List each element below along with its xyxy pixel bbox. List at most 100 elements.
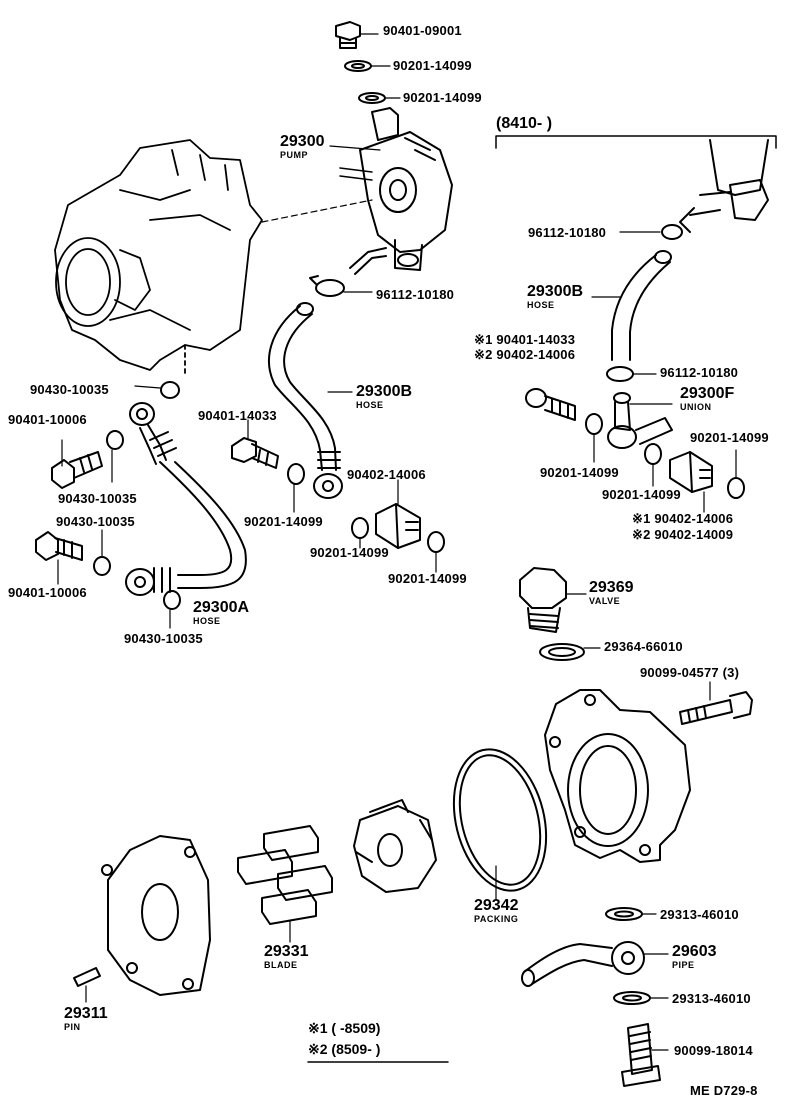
label-90201-14099-right-top: 90201-14099	[690, 430, 769, 445]
bolt-90402-right	[669, 451, 713, 493]
label-90401-09001: 90401-09001	[383, 23, 462, 38]
label-29364-66010: 29364-66010	[604, 639, 683, 654]
gasket-29313-b	[613, 991, 651, 1005]
hose-a-name: HOSE	[193, 616, 221, 626]
hose-29300b-middle	[267, 302, 343, 499]
label-90201-14099-middle-2: 90201-14099	[310, 545, 389, 560]
pipe-part-name: PIPE	[672, 960, 695, 970]
hose-b-right-name: HOSE	[527, 300, 555, 310]
union-part-name: UNION	[680, 402, 712, 412]
label-90401-14033-middle: 90401-14033	[198, 408, 277, 423]
hose-b-right-number: 29300B	[527, 283, 584, 300]
label-90401-10006-b: 90401-10006	[8, 585, 87, 600]
label-96112-10180-left: 96112-10180	[376, 287, 455, 302]
label-90201-14099-right-1: 90201-14099	[540, 465, 619, 480]
diagram-code: ME D729-8	[690, 1083, 758, 1098]
label-96112-10180-right-top: 96112-10180	[528, 225, 607, 240]
label-90099-04577: 90099-04577 (3)	[640, 665, 740, 680]
pump-part-name: PUMP	[280, 150, 309, 160]
pipe-29603	[521, 941, 645, 987]
label-90430-10035-b: 90430-10035	[58, 491, 137, 506]
end-plate-drawing	[101, 835, 211, 996]
blade-part-number: 29331	[264, 943, 309, 960]
pin-part-number: 29311	[64, 1005, 108, 1022]
gasket-29313-a	[605, 907, 643, 921]
gasket-right-2	[644, 443, 662, 465]
label-90201-14099-b: 90201-14099	[403, 90, 482, 105]
union-29300f	[607, 392, 673, 449]
vacuum-pump-drawing	[339, 107, 453, 275]
washer-90430-d	[163, 590, 181, 610]
gasket-right-3	[727, 477, 745, 499]
label-90430-10035-c: 90430-10035	[56, 514, 135, 529]
label-blade-29331: 29331 BLADE	[264, 944, 309, 970]
bolt-90401-10006-a	[51, 451, 103, 489]
valve-part-number: 29369	[589, 579, 634, 596]
label-pipe-29603: 29603 PIPE	[672, 944, 717, 970]
pipe-part-number: 29603	[672, 943, 717, 960]
label-packing-29342: 29342 PACKING	[474, 898, 519, 924]
label-hose-29300b-right: 29300B HOSE	[527, 284, 583, 310]
hose-29300a	[125, 402, 247, 596]
label-90430-10035-d: 90430-10035	[124, 631, 203, 646]
group-bracket	[495, 135, 777, 149]
blade-29331	[237, 825, 333, 925]
label-note2-90402-14006: ※2 90402-14006	[474, 347, 576, 362]
washer-90430-c	[93, 556, 111, 576]
label-pump: 29300 PUMP	[280, 134, 325, 160]
label-90402-14006-middle: 90402-14006	[347, 467, 426, 482]
valve-part-name: VALVE	[589, 596, 621, 606]
gasket-90201-14099-top	[344, 60, 372, 72]
gasket-middle-2	[351, 517, 369, 539]
hose-b-middle-number: 29300B	[356, 383, 413, 400]
bolt-90401-10006-b	[35, 531, 83, 561]
note-1: ※1 ( -8509)	[308, 1020, 381, 1036]
pump-part-number: 29300	[280, 133, 325, 150]
gasket-middle-1	[287, 463, 305, 485]
washer-90430-b	[106, 430, 124, 450]
note-2: ※2 (8509- )	[308, 1041, 381, 1057]
label-hose-29300b-middle: 29300B HOSE	[356, 384, 412, 410]
label-group-8410: (8410- )	[496, 115, 553, 132]
engine-block-drawing	[54, 139, 263, 376]
label-90201-14099-a: 90201-14099	[393, 58, 472, 73]
leader-engine-pump	[261, 199, 373, 223]
pin-part-name: PIN	[64, 1022, 81, 1032]
bolt-90402-14006-middle	[375, 503, 421, 549]
gasket-90201-14099-second	[358, 92, 386, 104]
label-union-29300f: 29300F UNION	[680, 386, 734, 412]
gasket-right-1	[585, 413, 603, 435]
bolt-90401-09001	[335, 21, 361, 49]
bolt-90099-18014	[621, 1023, 661, 1087]
label-hose-29300a: 29300A HOSE	[193, 600, 249, 626]
label-96112-10180-right-bottom: 96112-10180	[660, 365, 739, 380]
pin-29311	[73, 967, 101, 987]
bolt-90401-14033-middle	[231, 437, 279, 469]
packing-29342	[452, 748, 548, 892]
blade-part-name: BLADE	[264, 960, 298, 970]
label-90099-18014: 90099-18014	[674, 1043, 753, 1058]
label-90201-14099-middle-3: 90201-14099	[388, 571, 467, 586]
hose-29300b-right	[611, 250, 672, 361]
bolt-90401-14033-right	[525, 388, 576, 421]
washer-90430-a	[160, 381, 180, 399]
label-note1-90402-14006: ※1 90402-14006	[632, 511, 734, 526]
rotor-drawing	[353, 799, 437, 893]
label-note2-90402-14009: ※2 90402-14009	[632, 527, 734, 542]
gasket-middle-3	[427, 531, 445, 553]
label-29313-46010-a: 29313-46010	[660, 907, 739, 922]
label-90430-10035-a: 90430-10035	[30, 382, 109, 397]
label-pin-29311: 29311 PIN	[64, 1006, 108, 1032]
hose-a-number: 29300A	[193, 599, 250, 616]
clamp-96112-10180-right-bottom	[606, 366, 634, 382]
clamp-96112-10180-right-top	[661, 224, 683, 240]
clamp-96112-10180-left	[309, 275, 345, 297]
gasket-29364	[539, 643, 585, 661]
vacuum-tank-drawing	[679, 139, 769, 233]
bolt-90099-04577	[679, 691, 753, 725]
pump-housing-drawing	[544, 689, 691, 863]
label-valve-29369: 29369 VALVE	[589, 580, 634, 606]
packing-part-name: PACKING	[474, 914, 519, 924]
label-note1-90401-14033: ※1 90401-14033	[474, 332, 576, 347]
